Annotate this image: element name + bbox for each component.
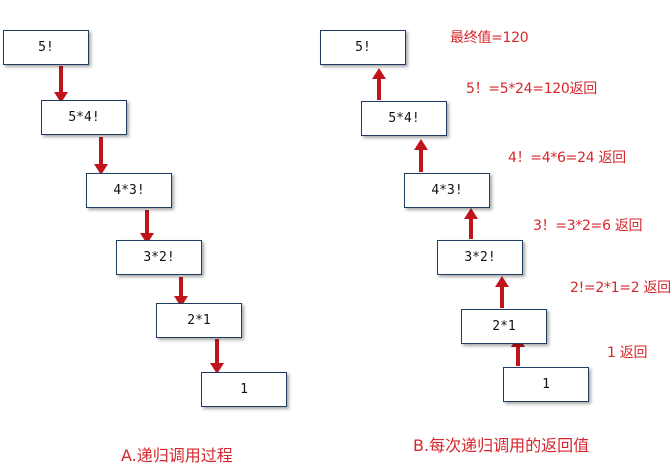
final-value-note: 最终值=120 bbox=[450, 30, 529, 46]
arrow-up-1-head bbox=[372, 68, 386, 79]
return-note-3-factorial: 3！=3*2=6 返回 bbox=[533, 218, 643, 234]
panel-b-box-3-times-2-factorial: 3*2! bbox=[437, 240, 523, 275]
arrow-up-2-head bbox=[414, 139, 428, 150]
arrow-up-4-head bbox=[495, 276, 509, 287]
panel-b-arrows bbox=[372, 68, 525, 366]
arrow-down-4 bbox=[174, 277, 188, 307]
arrow-down-4-head bbox=[174, 296, 188, 307]
arrow-down-5 bbox=[210, 339, 224, 374]
panel-a-box-5-times-4-factorial: 5*4! bbox=[41, 100, 127, 135]
panel-a-box-2-times-1: 2*1 bbox=[156, 303, 242, 338]
arrow-down-1-head bbox=[54, 92, 68, 103]
return-note-5-factorial: 5！=5*24=120返回 bbox=[466, 81, 597, 97]
panel-b-caption: B.每次递归调用的返回值 bbox=[413, 436, 590, 455]
arrow-down-3-head bbox=[140, 233, 154, 244]
panel-a-box-1: 1 bbox=[201, 372, 287, 407]
arrow-down-1 bbox=[54, 66, 68, 103]
arrow-up-2 bbox=[414, 139, 428, 172]
panel-b-box-4-times-3-factorial: 4*3! bbox=[404, 173, 490, 208]
panel-a-arrows bbox=[54, 66, 224, 374]
panel-a-box-5-factorial: 5! bbox=[3, 30, 89, 65]
panel-b-box-5-factorial: 5! bbox=[320, 30, 406, 65]
panel-a-caption: A.递归调用过程 bbox=[121, 446, 233, 465]
arrow-up-4 bbox=[495, 276, 509, 308]
arrow-down-3 bbox=[140, 210, 154, 244]
panel-b-box-1: 1 bbox=[503, 367, 589, 402]
panel-a-box-4-times-3-factorial: 4*3! bbox=[86, 173, 172, 208]
panel-b-box-2-times-1: 2*1 bbox=[461, 309, 547, 344]
panel-b-box-5-times-4-factorial: 5*4! bbox=[361, 101, 447, 136]
arrow-down-5-head bbox=[210, 363, 224, 374]
arrow-up-3-head bbox=[464, 208, 478, 219]
panel-a-box-3-times-2-factorial: 3*2! bbox=[116, 240, 202, 275]
arrow-down-2-head bbox=[94, 164, 108, 175]
arrow-up-3 bbox=[464, 208, 478, 239]
return-note-4-factorial: 4！=4*6=24 返回 bbox=[508, 150, 626, 166]
return-note-2-factorial: 2!=2*1=2 返回 bbox=[570, 280, 671, 296]
arrow-up-1 bbox=[372, 68, 386, 100]
return-note-1: 1 返回 bbox=[607, 345, 648, 361]
arrow-down-2 bbox=[94, 137, 108, 175]
